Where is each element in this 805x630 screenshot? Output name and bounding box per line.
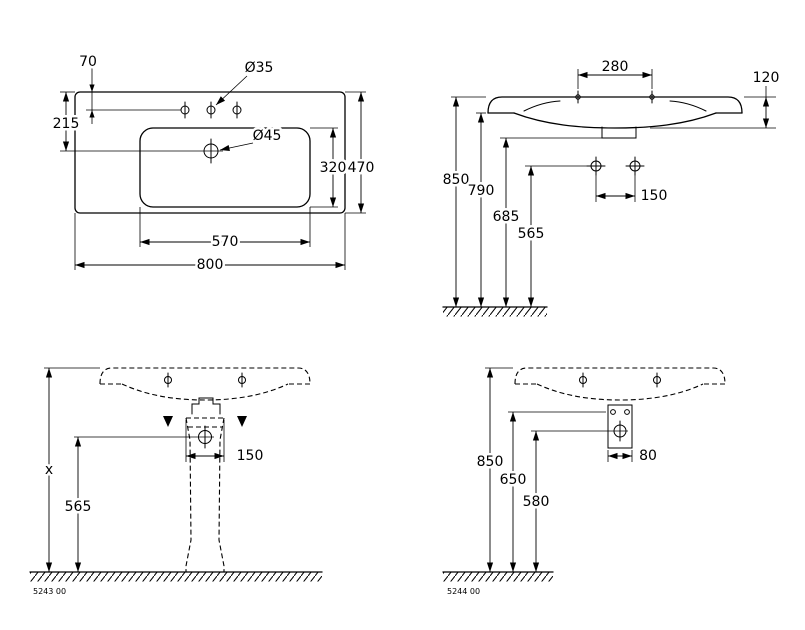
upper-fixing-left-icon xyxy=(610,409,616,415)
dim-total-width: 800 xyxy=(74,213,346,276)
dim-label-565-wall: 565 xyxy=(518,226,545,242)
front-view-wall-mounted: 280 120 850 790 685 xyxy=(440,57,782,317)
dim-label-570: 570 xyxy=(212,234,239,250)
basin-outline-dashed xyxy=(99,367,311,401)
fixing-arrow-right-icon xyxy=(237,416,247,427)
waste-fitting-detail xyxy=(191,397,221,415)
drain-fitting-detail xyxy=(607,404,633,449)
dim-bowl-bottom-height: 685 xyxy=(490,137,602,307)
side-view-drain: 850 650 580 80 5244 00 xyxy=(442,367,726,596)
front-view-with-pedestal: x 565 150 5243 00 xyxy=(29,367,323,596)
dim-label-120: 120 xyxy=(753,70,780,86)
dim-rim-height: 850 xyxy=(474,367,513,572)
fixing-arrow-left-icon xyxy=(163,416,173,427)
dim-pedestal-top-width: 150 xyxy=(185,420,266,467)
basin-bowl-edge xyxy=(139,127,311,208)
dim-tap-spacing: 280 xyxy=(577,57,653,89)
dim-label-685: 685 xyxy=(493,209,520,225)
dim-fixing-height: 565 xyxy=(515,165,591,307)
dim-total-depth: 470 xyxy=(345,91,377,214)
dim-rear-to-drain: 215 xyxy=(50,91,223,152)
basin-rim-profile xyxy=(487,96,743,114)
pedestal-outline-dashed xyxy=(185,417,225,572)
bowl-inner-edges xyxy=(523,100,707,112)
leader-tap-hole-diameter: Ø35 xyxy=(215,58,276,106)
dim-label-215: 215 xyxy=(53,116,80,132)
dim-rear-to-tap: 70 xyxy=(77,52,181,124)
top-view: 70 215 Ø35 Ø45 320 xyxy=(50,52,377,276)
dim-label-850-side: 850 xyxy=(477,454,504,470)
tap-marks xyxy=(579,372,661,388)
dim-label-150-pedestal: 150 xyxy=(237,448,264,464)
overflow-detail xyxy=(601,126,637,139)
leader-drain-diameter: Ø45 xyxy=(219,126,284,152)
dim-label-470: 470 xyxy=(348,160,375,176)
dim-label-150-wall: 150 xyxy=(641,188,668,204)
dim-label-565-pedestal: 565 xyxy=(65,499,92,515)
dim-variable-height: x xyxy=(42,367,100,572)
dim-apron-height: 120 xyxy=(650,68,782,129)
floor-line xyxy=(442,306,548,317)
dim-label-850: 850 xyxy=(443,172,470,188)
part-number-5243: 5243 00 xyxy=(33,587,66,596)
dim-label-320: 320 xyxy=(320,160,347,176)
floor-line xyxy=(29,571,323,582)
fixing-holes xyxy=(586,156,645,176)
dim-label-x: x xyxy=(45,462,53,478)
dim-upper-fixing-height: 650 xyxy=(497,411,606,572)
dim-label-650: 650 xyxy=(500,472,527,488)
part-number-5244: 5244 00 xyxy=(447,587,480,596)
dim-bowl-depth: 320 xyxy=(310,127,349,208)
tap-holes xyxy=(180,101,242,119)
upper-fixing-right-icon xyxy=(624,409,630,415)
dim-label-800: 800 xyxy=(197,257,224,273)
dim-fixing-spacing: 150 xyxy=(595,173,670,207)
drain-body xyxy=(607,404,633,449)
dim-rim-height: 850 xyxy=(440,96,486,307)
dim-underside-height: 790 xyxy=(465,112,497,307)
tap-marks xyxy=(164,372,246,388)
tap-marks xyxy=(575,90,655,104)
dim-bowl-width: 570 xyxy=(139,207,311,253)
dim-label-790: 790 xyxy=(468,183,495,199)
basin-outline-dashed xyxy=(514,367,726,401)
dim-label-580: 580 xyxy=(523,494,550,510)
dim-label-80: 80 xyxy=(639,448,657,464)
basin-bowl-underside xyxy=(513,112,717,129)
dim-drain-width: 80 xyxy=(607,446,659,467)
dim-label-70: 70 xyxy=(79,54,97,70)
floor-line xyxy=(442,571,554,582)
dim-label-dia45: Ø45 xyxy=(253,128,282,144)
dim-drain-height: 565 xyxy=(62,436,214,572)
dim-drain-height: 580 xyxy=(520,430,628,572)
dim-label-dia35: Ø35 xyxy=(245,60,274,76)
basin-outer-edge xyxy=(74,91,346,214)
dim-label-280: 280 xyxy=(602,59,629,75)
